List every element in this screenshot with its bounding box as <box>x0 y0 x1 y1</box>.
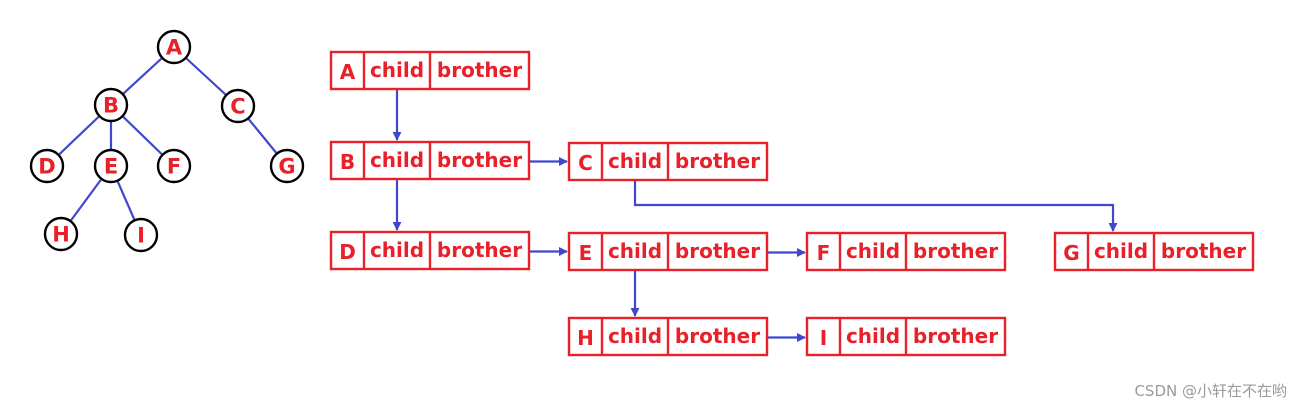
watermark: CSDN @小轩在不在哟 <box>1134 382 1287 400</box>
brother-field-label: brother <box>675 324 760 348</box>
tree-node-c: C <box>220 88 256 124</box>
tree-node-label: I <box>137 224 145 248</box>
tree-node-d: D <box>29 148 65 184</box>
list-node-label: I <box>820 326 827 350</box>
tree-node-circle <box>29 148 65 184</box>
list-node-label: D <box>339 240 356 264</box>
brother-field-label: brother <box>913 324 998 348</box>
tree-node-label: G <box>278 155 295 179</box>
tree-node-g: G <box>269 148 305 184</box>
tree-node-circle <box>156 148 192 184</box>
brother-field-label: brother <box>437 148 522 172</box>
list-node-label: A <box>340 60 356 84</box>
child-field-label: child <box>370 148 424 172</box>
tree-node-h: H <box>43 216 79 252</box>
tree-node-circle <box>269 148 305 184</box>
list-node-label: E <box>579 241 593 265</box>
brother-field-label: brother <box>675 239 760 263</box>
brother-field-label: brother <box>1161 239 1246 263</box>
tree-node-label: D <box>38 155 55 179</box>
tree-nodes: A B C D E F G H I <box>29 29 305 253</box>
list-node-label: B <box>340 150 355 174</box>
tree-node-circle <box>123 217 159 253</box>
child-field-label: child <box>1094 239 1148 263</box>
brother-field-label: brother <box>675 149 760 173</box>
list-node-label: H <box>577 326 594 350</box>
brother-field-label: brother <box>437 58 522 82</box>
list-node-label: G <box>1063 241 1079 265</box>
tree-node-f: F <box>156 148 192 184</box>
child-field-label: child <box>370 58 424 82</box>
tree-node-a: A <box>156 29 192 65</box>
tree-node-circle <box>220 88 256 124</box>
child-brother-links <box>392 70 1118 342</box>
tree-node-circle <box>156 29 192 65</box>
tree-node-b: B <box>93 87 129 123</box>
list-node-label: C <box>578 151 593 175</box>
tree-node-i: I <box>123 217 159 253</box>
tree-edges <box>46 46 288 236</box>
tree-node-circle <box>43 216 79 252</box>
tree-node-e: E <box>93 148 129 184</box>
brother-field-label: brother <box>913 239 998 263</box>
tree-node-label: B <box>103 94 119 118</box>
brother-field-label: brother <box>437 238 522 262</box>
tree-node-label: A <box>166 36 183 60</box>
child-field-label: child <box>370 238 424 262</box>
child-field-label: child <box>846 324 900 348</box>
tree-node-circle <box>93 87 129 123</box>
child-field-label: child <box>608 324 662 348</box>
tree-node-label: E <box>104 155 118 179</box>
tree-node-label: H <box>52 223 70 247</box>
tree-node-label: F <box>167 155 181 179</box>
child-field-label: child <box>608 239 662 263</box>
child-field-label: child <box>846 239 900 263</box>
child-pointer-c-g <box>633 161 1118 232</box>
list-node-label: F <box>817 241 831 265</box>
tree-node-label: C <box>230 95 245 119</box>
tree-node-circle <box>93 148 129 184</box>
child-field-label: child <box>608 149 662 173</box>
